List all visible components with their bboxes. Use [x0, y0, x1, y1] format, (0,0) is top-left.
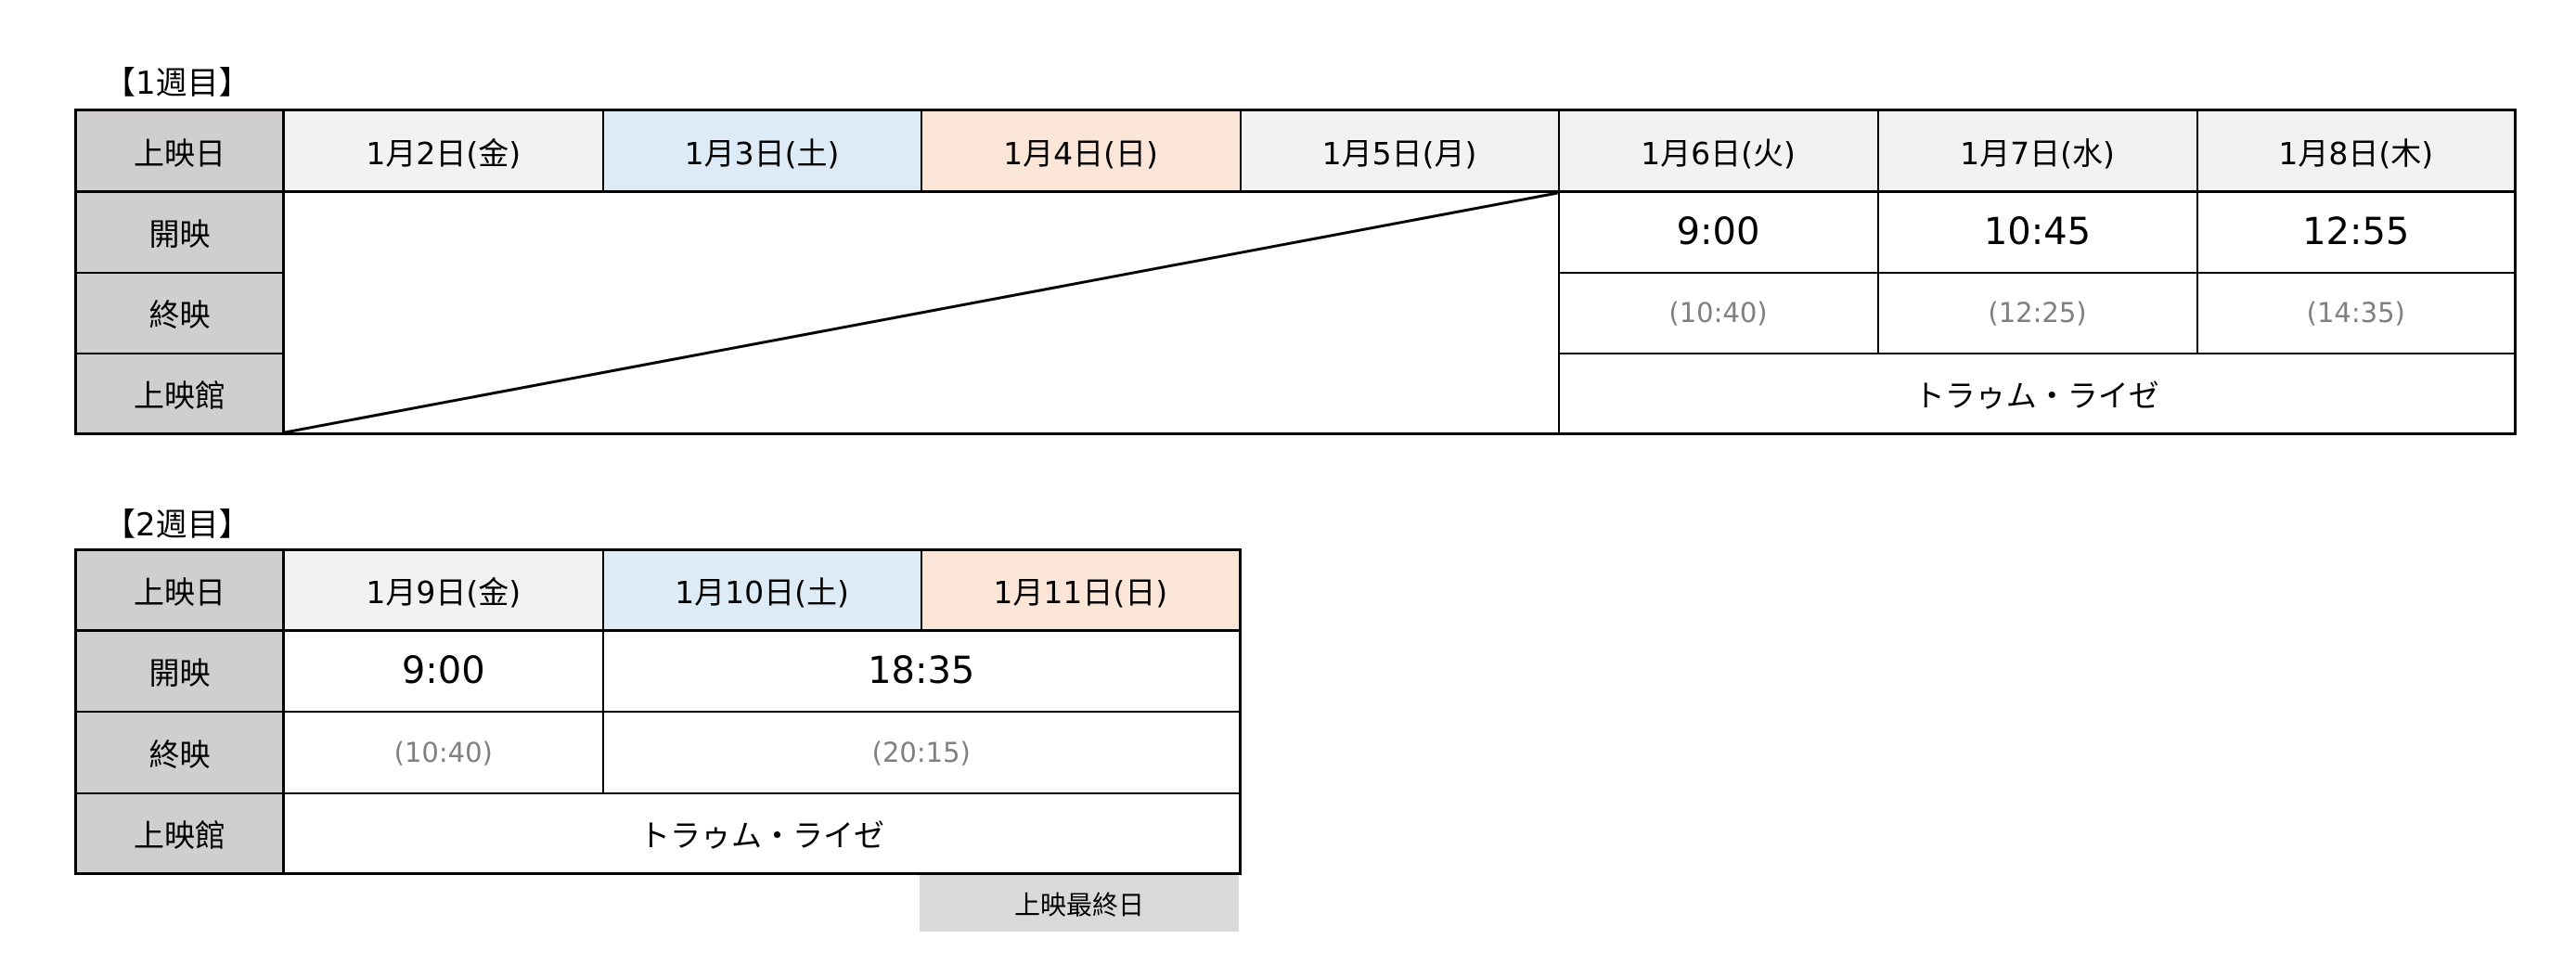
no-screening-cell	[282, 190, 1560, 435]
end-time-cell: (14:35)	[2196, 271, 2517, 354]
end-time-cell: (10:40)	[1557, 271, 1879, 354]
diagonal-line	[285, 193, 1558, 432]
date-cell: 1月10日(土)	[601, 548, 922, 632]
row-label-start: 開映	[74, 190, 285, 274]
row-label-end: 終映	[74, 271, 285, 354]
last-day-badge: 上映最終日	[920, 875, 1239, 932]
date-cell: 1月2日(金)	[282, 109, 604, 193]
date-cell: 1月5日(月)	[1239, 109, 1560, 193]
row-label-date: 上映日	[74, 548, 285, 632]
end-time-cell: (10:40)	[282, 710, 604, 794]
date-cell: 1月8日(木)	[2196, 109, 2517, 193]
row-label-theater: 上映館	[74, 352, 285, 435]
week2-schedule-table: 上映日 1月9日(金) 1月10日(土) 1月11日(日) 開映 9:00 18…	[74, 548, 1242, 875]
start-time-cell: 9:00	[282, 629, 604, 713]
theater-cell: トラゥム・ライゼ	[1557, 352, 2517, 435]
date-cell: 1月6日(火)	[1557, 109, 1879, 193]
start-time-cell: 9:00	[1557, 190, 1879, 274]
row-label-theater: 上映館	[74, 791, 285, 875]
week2-title: 【2週目】	[104, 507, 251, 544]
start-time-cell: 18:35	[601, 629, 1242, 713]
end-time-cell: (12:25)	[1876, 271, 2198, 354]
end-time-cell: (20:15)	[601, 710, 1242, 794]
row-label-end: 終映	[74, 710, 285, 794]
date-cell: 1月7日(水)	[1876, 109, 2198, 193]
start-time-cell: 12:55	[2196, 190, 2517, 274]
date-cell: 1月3日(土)	[601, 109, 922, 193]
row-label-date: 上映日	[74, 109, 285, 193]
theater-cell: トラゥム・ライゼ	[282, 791, 1242, 875]
date-cell: 1月9日(金)	[282, 548, 604, 632]
start-time-cell: 10:45	[1876, 190, 2198, 274]
week1-schedule-table: 上映日 1月2日(金) 1月3日(土) 1月4日(日) 1月5日(月) 1月6日…	[74, 109, 2517, 435]
date-cell: 1月11日(日)	[920, 548, 1242, 632]
date-cell: 1月4日(日)	[920, 109, 1242, 193]
week1-title: 【1週目】	[104, 65, 251, 102]
row-label-start: 開映	[74, 629, 285, 713]
